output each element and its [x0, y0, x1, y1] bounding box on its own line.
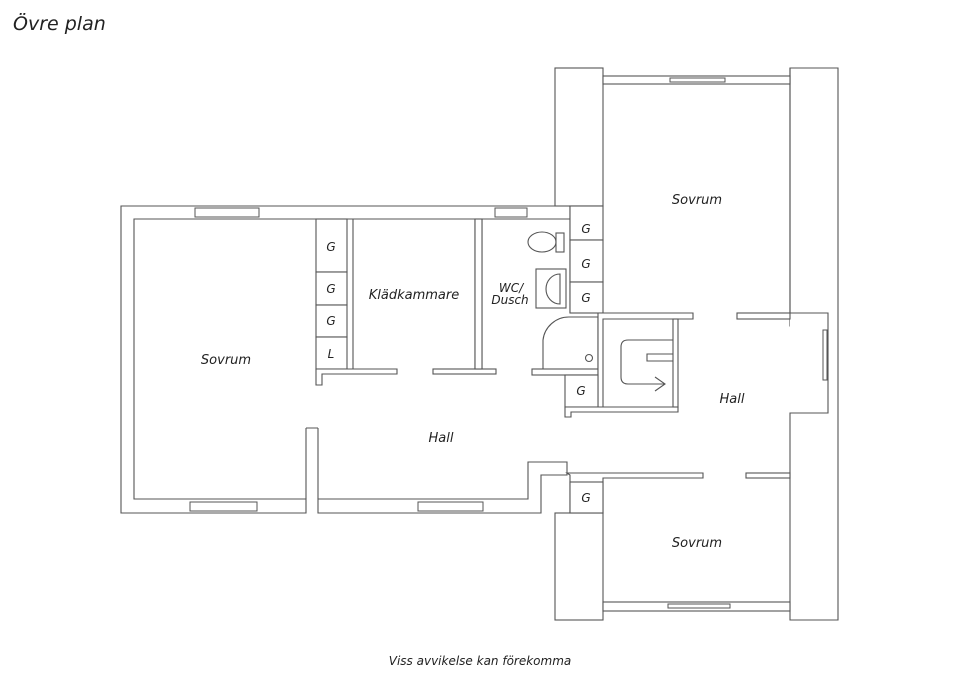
- window: [189, 501, 258, 512]
- closet-label: G: [581, 491, 590, 505]
- stairs-icon: [620, 339, 673, 385]
- window: [669, 77, 726, 83]
- room-label-hall: Hall: [720, 392, 745, 407]
- window: [417, 501, 484, 512]
- room-label-sovrum: Sovrum: [672, 193, 722, 208]
- closet-label: G: [576, 384, 585, 398]
- window: [494, 207, 528, 218]
- room-label-hall: Hall: [429, 431, 454, 446]
- closet-labels: G G G L G G G G G: [326, 222, 590, 505]
- disclaimer: Viss avvikelse kan förekomma: [388, 654, 572, 668]
- closet-label: G: [581, 257, 590, 271]
- room-label-sovrum: Sovrum: [672, 536, 722, 551]
- closet-label: L: [328, 347, 335, 361]
- window: [194, 207, 260, 218]
- room-label-kladkammare: Klädkammare: [369, 288, 460, 303]
- room-label-sovrum: Sovrum: [201, 353, 251, 368]
- closet-label: G: [326, 314, 335, 328]
- window: [667, 603, 731, 609]
- room-label-dusch: Dusch: [491, 293, 528, 307]
- closet-label: G: [326, 282, 335, 296]
- walls: [120, 67, 839, 621]
- toilet-icon: [527, 231, 557, 253]
- plan-title: Övre plan: [13, 13, 106, 35]
- closet-label: G: [326, 240, 335, 254]
- shower-drain-icon: [584, 353, 594, 363]
- room-label-wc: WC/: [499, 281, 525, 295]
- sink-icon: [535, 268, 567, 309]
- room-labels: Sovrum Sovrum Sovrum Klädkammare WC/ Dus…: [201, 193, 745, 551]
- closet-label: G: [581, 291, 590, 305]
- closet-label: G: [581, 222, 590, 236]
- window: [822, 329, 828, 381]
